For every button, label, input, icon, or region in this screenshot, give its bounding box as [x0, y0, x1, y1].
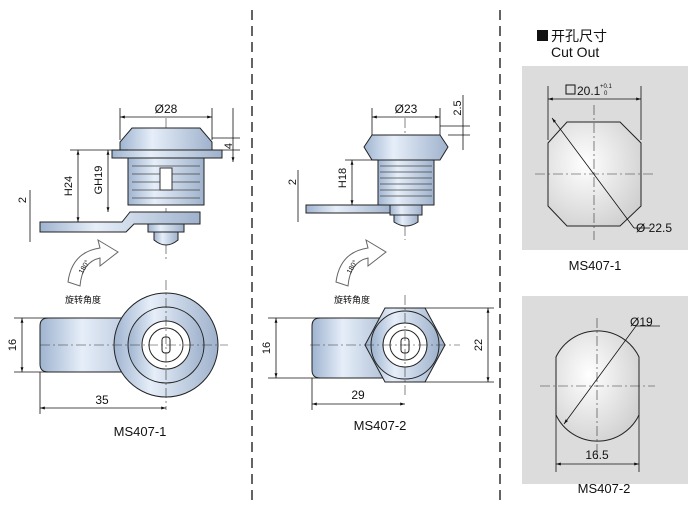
cutout-title-cn: 开孔尺寸 — [551, 28, 607, 44]
ms407-2-front-view: 16 22 29 MS407-2 — [261, 295, 494, 433]
ms1-h-label: H24 — [63, 176, 75, 196]
square-bullet-icon — [537, 30, 548, 41]
ms1-length-label: 35 — [95, 393, 109, 407]
cutout-ms2-width-label: 16.5 — [585, 448, 609, 462]
ms2-height-label: 22 — [473, 339, 485, 351]
ms2-model-label: MS407-2 — [354, 418, 407, 433]
ms2-rotation-label: 旋转角度 — [334, 294, 370, 305]
ms407-1-front-view: 16 35 MS407-1 — [7, 280, 228, 439]
ms407-2-side-view: Ø23 2.5 H18 2 180° 旋转角度 — [287, 95, 470, 305]
cutout-ms1-dia-label: Ø 22.5 — [636, 221, 672, 235]
ms2-arm-label: 2 — [287, 179, 299, 185]
ms1-diameter-label: Ø28 — [155, 102, 178, 116]
ms1-rotation-label: 旋转角度 — [65, 294, 101, 305]
ms2-head-label: 2.5 — [452, 100, 464, 115]
ms1-model-label: MS407-1 — [114, 424, 167, 439]
ms2-diameter-label: Ø23 — [395, 102, 418, 116]
ms1-width-label: 16 — [7, 339, 19, 351]
cutout-ms1-model-label: MS407-1 — [569, 258, 622, 273]
cutout-ms2-model-label: MS407-2 — [578, 481, 631, 496]
rotation-arrow-icon — [67, 238, 119, 287]
cutout-ms1-tol-upper: +0.1 — [600, 84, 613, 90]
ms407-1-side-view: Ø28 4 H24 GH19 2 180° 旋转角度 — [17, 102, 240, 305]
ms1-gh-label: GH19 — [93, 166, 105, 195]
cutout-ms2-dia-label: Ø19 — [630, 315, 653, 329]
ms1-head-label: 4 — [223, 143, 235, 149]
ms1-arm-label: 2 — [17, 197, 29, 203]
ms2-h-label: H18 — [337, 168, 349, 188]
cutout-title-en: Cut Out — [551, 44, 599, 60]
cutout-ms1-square-label: 20.1 — [577, 84, 601, 98]
cutout-section: 开孔尺寸 Cut Out 20.1 +0.1 0 Ø 22.5 MS407-1 … — [522, 28, 688, 496]
cutout-ms1-tol-lower: 0 — [604, 91, 608, 97]
ms2-length-label: 29 — [351, 388, 365, 402]
rotation-arrow-icon — [335, 238, 387, 287]
ms2-width-label: 16 — [261, 342, 273, 354]
